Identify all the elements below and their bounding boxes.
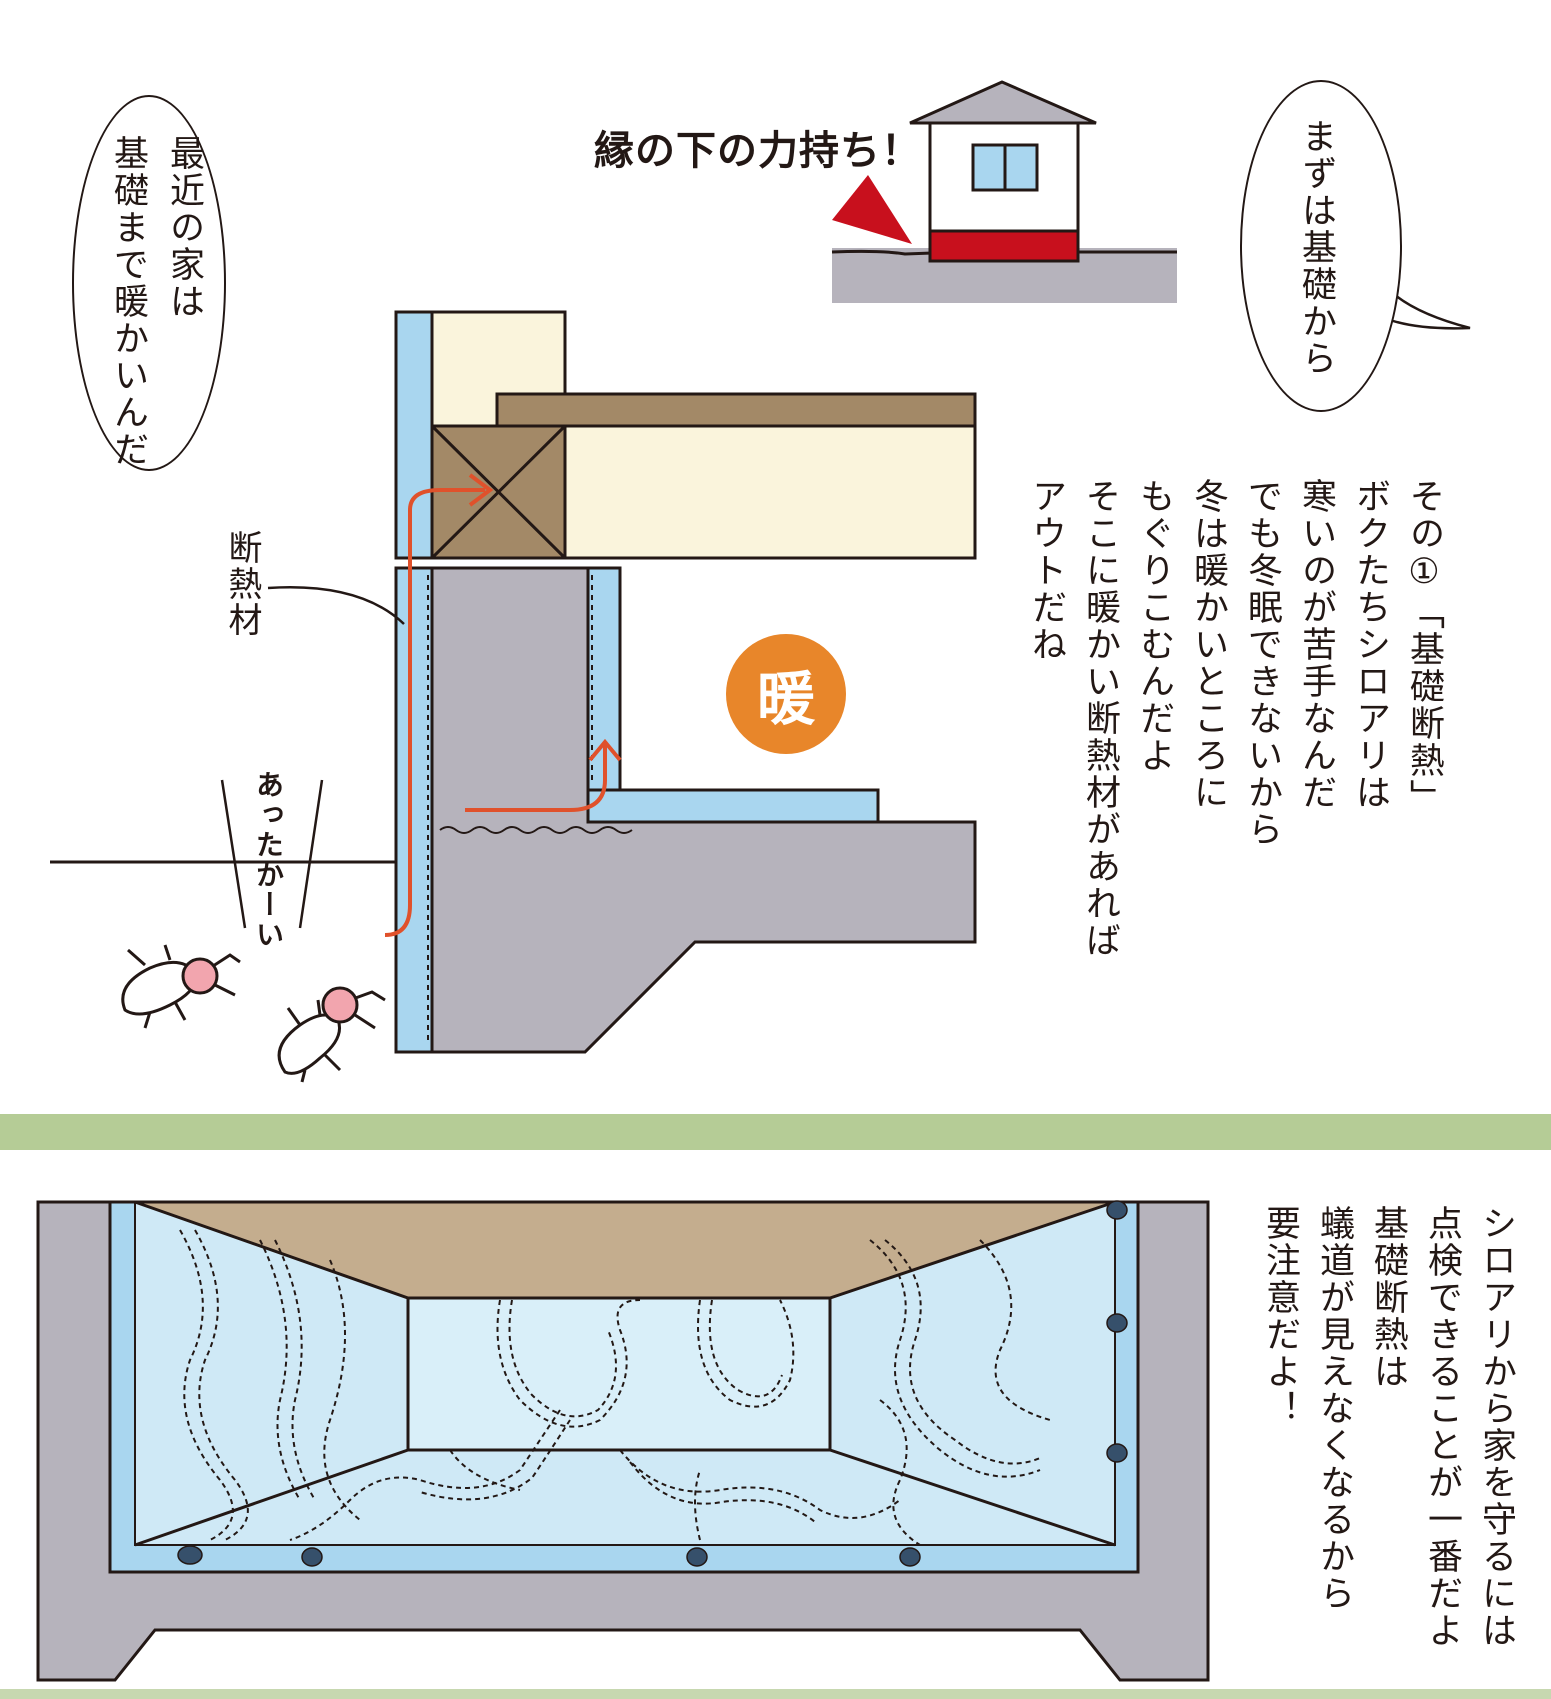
floor-insulation [563, 424, 977, 560]
outer-insulation-upper [394, 310, 434, 560]
left-bubble-line1: 最近の家は [164, 135, 204, 320]
foundation-box-illustration [36, 1200, 1210, 1682]
section-divider [0, 1114, 1551, 1150]
arrow-to-inside [465, 745, 607, 812]
termite-2 [277, 986, 386, 1083]
right-bubble-tail [1389, 294, 1471, 330]
foundation-cross-section [50, 310, 977, 1054]
section2-line: 点検できることが一番だよ [1422, 1205, 1462, 1649]
red-pointer [832, 175, 912, 244]
insulation-label: 断熱材 [222, 530, 262, 638]
section1-line: でも冬眠できないから [1242, 478, 1282, 848]
section2-line: 要注意だよ！ [1260, 1205, 1300, 1427]
section1-line: 寒いのが苦手なんだ [1296, 478, 1336, 811]
left-bubble-line2: 基礎まで暖かいんだ [108, 135, 148, 468]
warm-badge: 暖 [726, 634, 846, 754]
engawa-label: 縁の下の力持ち！ [594, 128, 922, 174]
section2-line: 蟻道が見えなくなるから [1314, 1205, 1354, 1612]
warm-badge-text: 暖 [756, 665, 815, 733]
right-speech-bubble [1240, 80, 1402, 412]
bottom-border [0, 1689, 1551, 1699]
arrow-up-wall [384, 488, 485, 937]
section2-line: 基礎断熱は [1368, 1205, 1408, 1390]
section2-line: シロアリから家を守るには [1476, 1205, 1516, 1649]
floor-board [495, 392, 977, 428]
section1-line: もぐりこむんだよ [1134, 478, 1174, 774]
house-roof [909, 80, 1097, 125]
section1-line: アウトだね [1026, 478, 1066, 663]
insulation-leader-line [267, 586, 405, 625]
section1-line: 冬は暖かいところに [1188, 478, 1228, 811]
left-speech-bubble [72, 95, 226, 471]
anchor-bolts [177, 1200, 1128, 1567]
section1-line: その①「基礎断熱」 [1404, 478, 1444, 816]
section1-line: ボクたちシロアリは [1350, 478, 1390, 811]
termite-tunnels [179, 1229, 1051, 1546]
box-back-wall [406, 1296, 832, 1452]
termite-1 [121, 944, 241, 1029]
outer-insulation-lower [394, 566, 434, 1054]
house-illustration [831, 80, 1177, 303]
house-foundation [928, 229, 1080, 263]
house-ground-line [831, 249, 1177, 256]
inner-insulation-horizontal [586, 788, 880, 824]
termite-speech: あったかーい [252, 770, 285, 950]
right-bubble-text: まずは基礎から [1296, 118, 1336, 377]
section1-line: そこに暖かい断熱材があれば [1080, 478, 1120, 959]
